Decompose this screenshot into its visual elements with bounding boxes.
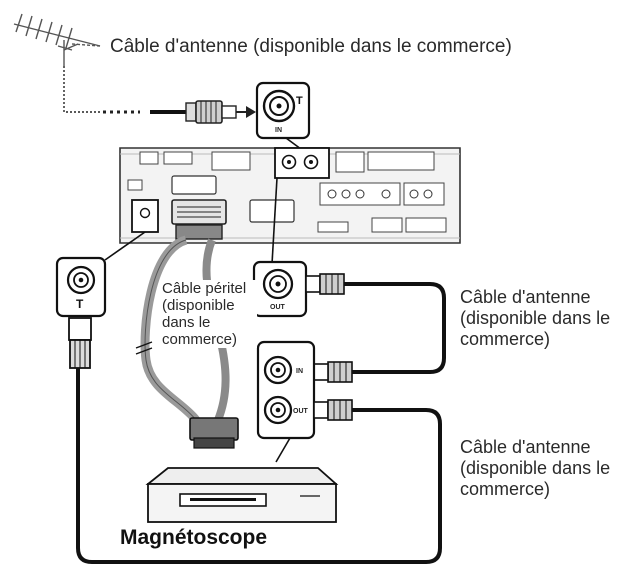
left-antenna-port-zoom: T <box>55 231 146 318</box>
antenna-in-port-zoom: IN T <box>255 81 311 153</box>
left-plug-icon <box>68 317 92 369</box>
vcr-in-mark: IN <box>296 368 303 375</box>
t-mark: T <box>296 95 303 107</box>
antenna-lead <box>63 66 188 114</box>
antenna-cable-label-2: Câble d'antenne (disponible dans le comm… <box>460 437 611 499</box>
antenna-icon <box>13 13 101 66</box>
vcr-label: Magnétoscope <box>120 526 268 549</box>
antenna-plug-icon <box>185 100 256 124</box>
antenna-cable-2 <box>76 368 442 564</box>
antenna-cable-label-top: Câble d'antenne (disponible dans le comm… <box>110 36 512 57</box>
tv-rear-panel <box>119 147 461 244</box>
antenna-cable-1 <box>305 273 446 383</box>
antenna-cable-label-1: Câble d'antenne (disponible dans le comm… <box>460 287 611 349</box>
in-port-mark: IN <box>275 127 282 134</box>
out-port-mark: OUT <box>270 304 286 311</box>
t-mark-left: T <box>76 297 84 311</box>
vcr-icon <box>145 467 339 523</box>
peritel-cable-label: Câble péritel (disponible dans le commer… <box>162 280 257 348</box>
peritel-cable <box>135 224 239 449</box>
vcr-out-mark: OUT <box>293 408 309 415</box>
vcr-ports-zoom: IN OUT <box>256 340 316 463</box>
